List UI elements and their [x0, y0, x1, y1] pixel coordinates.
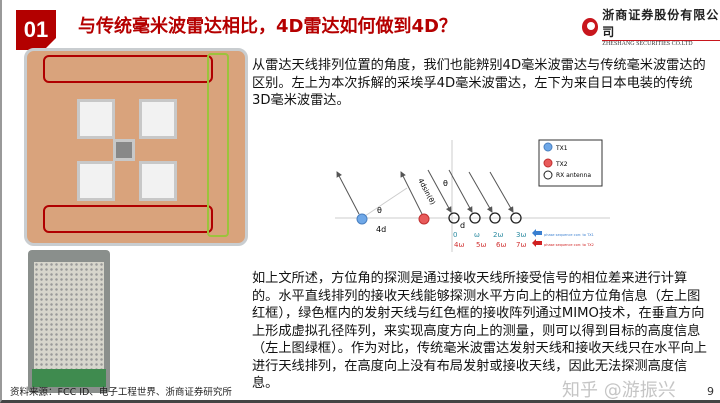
- chip: [139, 161, 177, 201]
- arrow-left-icon: [532, 239, 542, 247]
- logo-icon: [582, 17, 599, 36]
- chip: [77, 161, 115, 201]
- analysis-paragraph: 如上文所述，方位角的探测是通过接收天线所接受信号的相位差来进行计算的。水平直线排…: [252, 271, 707, 391]
- watermark: 知乎 @游振兴: [562, 380, 676, 401]
- logo-name-en: ZHESHANG SECURITIES CO.LTD: [602, 40, 720, 47]
- legend-rx: RX antenna: [556, 172, 591, 179]
- source-note: 资料来源：FCC ID、电子工程世界、浙商证券研究所: [10, 387, 232, 398]
- legend-tx2: TX2: [555, 161, 568, 168]
- phase-tx2-label: phase sequence corr. to TX2: [544, 243, 594, 247]
- phase-tx1-label: phase sequence corr. to TX1: [544, 233, 594, 237]
- phase-tx1: ω: [474, 231, 480, 239]
- rx-array-red-box: [43, 55, 213, 83]
- rx-antenna: [489, 212, 501, 224]
- theta-label: θ: [443, 179, 448, 188]
- rx-antenna: [510, 212, 522, 224]
- chip: [77, 99, 115, 139]
- phase-tx2: 5ω: [476, 241, 486, 249]
- chip: [139, 99, 177, 139]
- legend-tx1: TX1: [555, 145, 568, 152]
- rx-antenna: [448, 212, 460, 224]
- tx2-antenna: [418, 213, 430, 225]
- 4d-radar-pcb-image: [24, 48, 248, 246]
- tx1-antenna: [356, 213, 368, 225]
- theta-label: θ: [377, 206, 382, 215]
- arrow-left-icon: [532, 229, 542, 237]
- phase-tx2: 4ω: [454, 241, 464, 249]
- page-number: 9: [707, 385, 714, 398]
- 3d-radar-pcb-image: [28, 250, 110, 393]
- page-title: 与传统毫米波雷达相比，4D雷达如何做到4D？: [78, 16, 457, 37]
- phase-tx1: 0: [453, 231, 457, 239]
- rx-array-red-box: [43, 205, 213, 233]
- phase-tx2: 6ω: [496, 241, 506, 249]
- chip: [113, 139, 135, 161]
- d-label: d: [460, 221, 465, 230]
- logo-name-cn: 浙商证券股份有限公司: [602, 8, 720, 39]
- phase-tx1: 2ω: [493, 231, 503, 239]
- 4d-label: 4d: [376, 225, 386, 234]
- phase-tx2: 7ω: [516, 241, 526, 249]
- section-number: 01: [16, 10, 56, 50]
- tx-array-green-box: [207, 53, 229, 237]
- company-logo: 浙商证券股份有限公司 ZHESHANG SECURITIES CO.LTD: [582, 6, 720, 47]
- phase-tx1: 3ω: [516, 231, 526, 239]
- intro-paragraph: 从雷达天线排列位置的角度，我们也能辨别4D毫米波雷达与传统毫米波雷达的区别。左上…: [252, 58, 706, 108]
- rx-antenna: [469, 212, 481, 224]
